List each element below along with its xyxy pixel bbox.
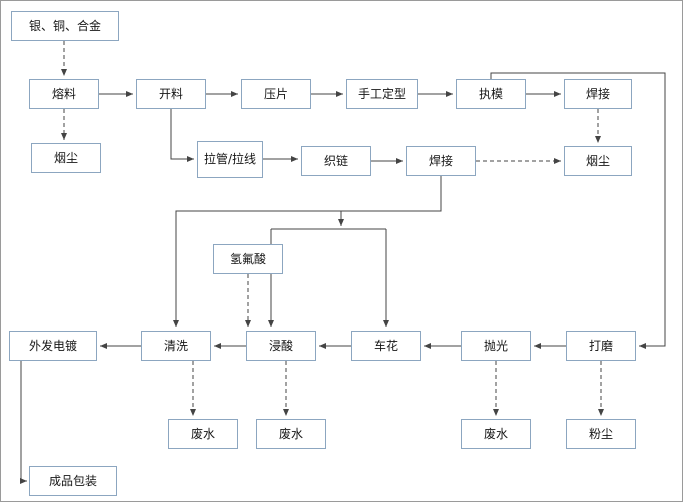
node-chain-weaving: 织链 — [301, 146, 371, 176]
node-raw-material: 银、铜、合金 — [11, 11, 119, 41]
edge-plating-packaging — [20, 361, 27, 484]
node-welding-top: 焊接 — [564, 79, 632, 109]
node-molding: 执模 — [456, 79, 526, 109]
node-pressing: 压片 — [241, 79, 311, 109]
node-polishing: 抛光 — [461, 331, 531, 361]
node-welding-chain: 焊接 — [406, 146, 476, 176]
node-wastewater-polishing: 废水 — [461, 419, 531, 449]
node-wastewater-acid: 废水 — [256, 419, 326, 449]
node-cleaning: 清洗 — [141, 331, 211, 361]
node-packaging: 成品包装 — [29, 466, 117, 496]
node-hydrofluoric-acid: 氢氟酸 — [213, 244, 283, 274]
edge-cutting-wiredrawing — [170, 109, 194, 162]
node-engraving: 车花 — [351, 331, 421, 361]
node-cutting: 开料 — [136, 79, 206, 109]
edge-molding-grinding — [490, 72, 666, 349]
node-wastewater-cleaning: 废水 — [168, 419, 238, 449]
node-outsourced-plating: 外发电镀 — [9, 331, 97, 361]
node-manual-shaping: 手工定型 — [346, 79, 418, 109]
node-dust-grinding: 粉尘 — [566, 419, 636, 449]
edge-welding-cleaning — [173, 176, 442, 327]
node-smoke-left: 烟尘 — [31, 143, 101, 173]
node-grinding: 打磨 — [566, 331, 636, 361]
node-wire-drawing: 拉管/拉线 — [197, 141, 263, 178]
node-melting: 熔料 — [29, 79, 99, 109]
node-smoke-right: 烟尘 — [564, 146, 632, 176]
node-acid-dipping: 浸酸 — [246, 331, 316, 361]
